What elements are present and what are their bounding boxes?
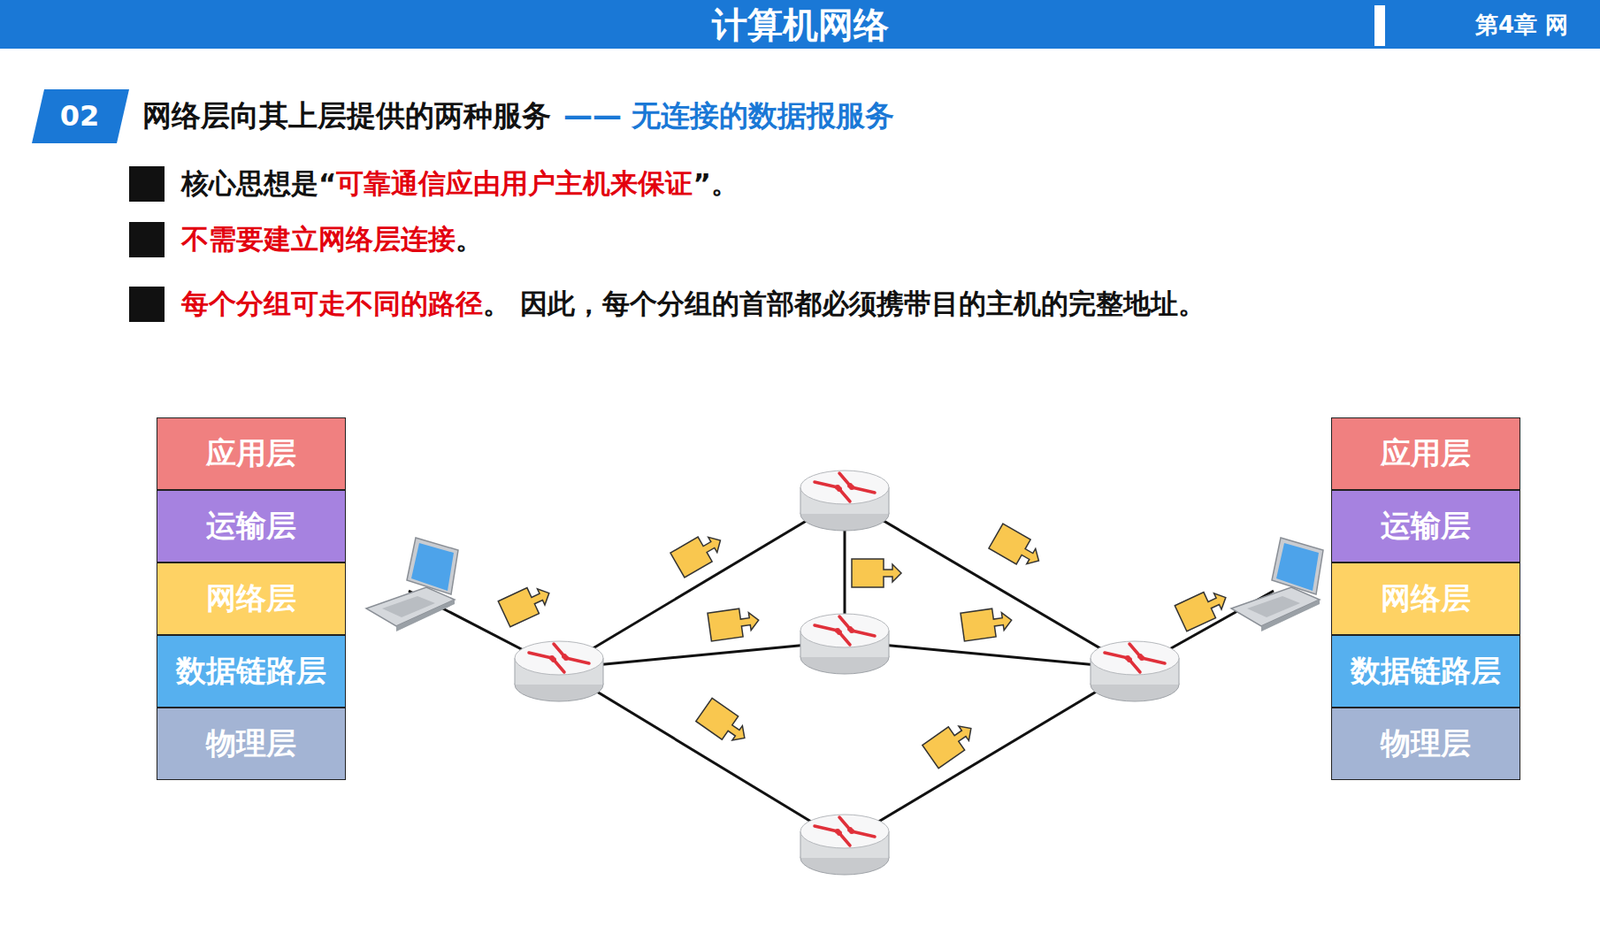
text-line: 不需要建立网络层连接。: [181, 221, 483, 259]
physical-layer-box: 物理层: [156, 707, 346, 781]
network-link: [844, 668, 1135, 843]
bullet-text: 。 因此，每个分组的首部都必须携带目的主机的完整地址。: [482, 285, 1206, 323]
router-icon: [1090, 641, 1179, 702]
packet-icon: [988, 523, 1046, 574]
text-line: 每个分组可走不同的路径。 因此，每个分组的首部都必须携带目的主机的完整地址。: [181, 285, 1206, 323]
physical-layer-box: 物理层: [1331, 707, 1521, 781]
packet-icon: [851, 558, 902, 588]
bullet-square: [129, 166, 165, 202]
packet-icon: [707, 605, 761, 641]
top-bar: [0, 0, 1600, 49]
link-layer-box: 数据链路层: [1331, 635, 1521, 708]
application-layer-box: 应用层: [156, 417, 346, 490]
router-icon: [800, 814, 889, 875]
highlight-text: 每个分组可走不同的路径: [181, 285, 483, 323]
page-title: 计算机网络: [0, 3, 1600, 46]
layer-label: 运输层: [1380, 505, 1471, 547]
layer-label: 应用层: [206, 433, 297, 475]
router-icon: [800, 470, 889, 531]
router-icon: [514, 641, 604, 702]
network-layer-box: 网络层: [156, 562, 346, 636]
layer-label: 数据链路层: [176, 650, 327, 692]
bullet-text: 。: [455, 221, 483, 259]
text-line: 核心思想是“可靠通信应由用户主机来保证”。: [181, 165, 739, 203]
transport-layer-box: 运输层: [1331, 489, 1521, 563]
packet-icon: [1174, 584, 1232, 632]
chapter-label: 第4章 网: [1475, 9, 1569, 41]
laptop-icon: [366, 537, 459, 632]
packet-icon: [960, 605, 1014, 641]
layer-label: 网络层: [1380, 578, 1471, 620]
section-subheading: —— 无连接的数据报服务: [563, 96, 896, 137]
application-layer-box: 应用层: [1331, 417, 1521, 490]
bullet-square: [129, 222, 165, 258]
bar-divider: [1374, 5, 1386, 46]
packet-icon: [497, 580, 555, 628]
highlight-text: 不需要建立网络层连接: [181, 221, 456, 259]
section-heading: 网络层向其上层提供的两种服务: [142, 96, 552, 137]
router-icon: [800, 613, 889, 674]
layer-label: 数据链路层: [1350, 650, 1501, 692]
packet-icon: [922, 716, 980, 768]
network-link: [558, 668, 845, 843]
bullet-text: 核心思想是“: [181, 165, 337, 203]
text-line: 网络层向其上层提供的两种服务 —— 无连接的数据报服务: [142, 96, 896, 137]
transport-layer-box: 运输层: [156, 489, 346, 563]
layer-label: 应用层: [1380, 433, 1471, 475]
section-number: 02: [60, 99, 100, 133]
network-illustration: [366, 470, 1324, 875]
bullet-text: ”。: [692, 165, 738, 203]
packet-icon: [696, 697, 753, 750]
link-layer-box: 数据链路层: [156, 635, 346, 708]
laptop-icon: [1231, 537, 1324, 632]
layer-label: 运输层: [206, 505, 297, 547]
layer-label: 物理层: [206, 723, 297, 765]
packet-icon: [670, 528, 728, 578]
layer-label: 物理层: [1380, 723, 1471, 765]
section-badge: [31, 89, 130, 144]
highlight-text: 可靠通信应由用户主机来保证: [336, 165, 693, 203]
network-layer-box: 网络层: [1331, 562, 1521, 636]
layer-label: 网络层: [206, 578, 297, 620]
bullet-square: [129, 286, 165, 322]
